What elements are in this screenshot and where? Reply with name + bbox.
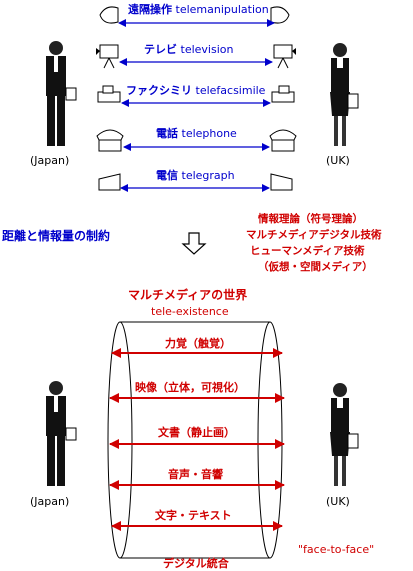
channel-jp: 遠隔操作 xyxy=(128,3,172,16)
channel-en: telegraph xyxy=(181,169,235,182)
audio-label: 音声・音響 xyxy=(168,468,223,481)
woman-figure-top xyxy=(330,43,359,146)
man-figure-bottom xyxy=(46,381,77,486)
down-arrow-icon xyxy=(181,232,207,255)
fax-machine-icon xyxy=(97,85,295,103)
channel-label-telephone: 電話 telephone xyxy=(156,128,237,139)
tech-line-1: 情報理論（符号理論） xyxy=(258,213,363,225)
channel-jp: テレビ xyxy=(144,43,177,56)
man-figure-top xyxy=(46,41,77,146)
multimedia-tube xyxy=(107,321,283,559)
channel-jp: ファクシミリ xyxy=(126,84,192,97)
face-to-face-label: "face-to-face" xyxy=(298,543,375,556)
document-label: 文書（静止画） xyxy=(158,426,235,439)
bottom-right-country-label: (UK) xyxy=(326,495,350,508)
video-label: 映像（立体，可視化） xyxy=(135,381,245,394)
constraint-label: 距離と情報量の制約 xyxy=(2,229,111,243)
channel-jp: 電話 xyxy=(156,127,178,140)
telephone-icon xyxy=(96,129,297,152)
robot-hand-icon xyxy=(99,6,290,24)
digital-integration-label: デジタル統合 xyxy=(163,557,229,570)
channel-label-telefacsimile: ファクシミリ telefacsimile xyxy=(126,85,265,96)
channel-label-telemanipulation: 遠隔操作 telemanipulation xyxy=(128,4,269,15)
top-left-country-label: (Japan) xyxy=(30,154,70,167)
channel-label-telegraph: 電信 telegraph xyxy=(156,170,235,181)
channel-en: television xyxy=(180,43,234,56)
telegraph-icon xyxy=(98,173,293,191)
tech-line-2: マルチメディアデジタル技術 xyxy=(246,229,382,241)
tv-camera-icon xyxy=(96,44,296,69)
text-label: 文字・テキスト xyxy=(155,509,232,522)
haptic-label: 力覚（触覚） xyxy=(165,337,231,350)
channel-en: telephone xyxy=(181,127,237,140)
channel-label-television: テレビ television xyxy=(144,44,233,55)
channel-en: telefacsimile xyxy=(195,84,266,97)
channel-en: telemanipulation xyxy=(175,3,269,16)
tech-line-4: （仮想・空間メディア） xyxy=(258,261,373,273)
tele-existence-label: tele-existence xyxy=(151,305,229,318)
bottom-left-country-label: (Japan) xyxy=(30,495,70,508)
woman-figure-bottom xyxy=(330,383,359,486)
tech-line-3: ヒューマンメディア技術 xyxy=(250,245,365,257)
multimedia-world-title: マルチメディアの世界 xyxy=(128,288,248,302)
top-right-country-label: (UK) xyxy=(326,154,350,167)
channel-jp: 電信 xyxy=(156,169,178,182)
